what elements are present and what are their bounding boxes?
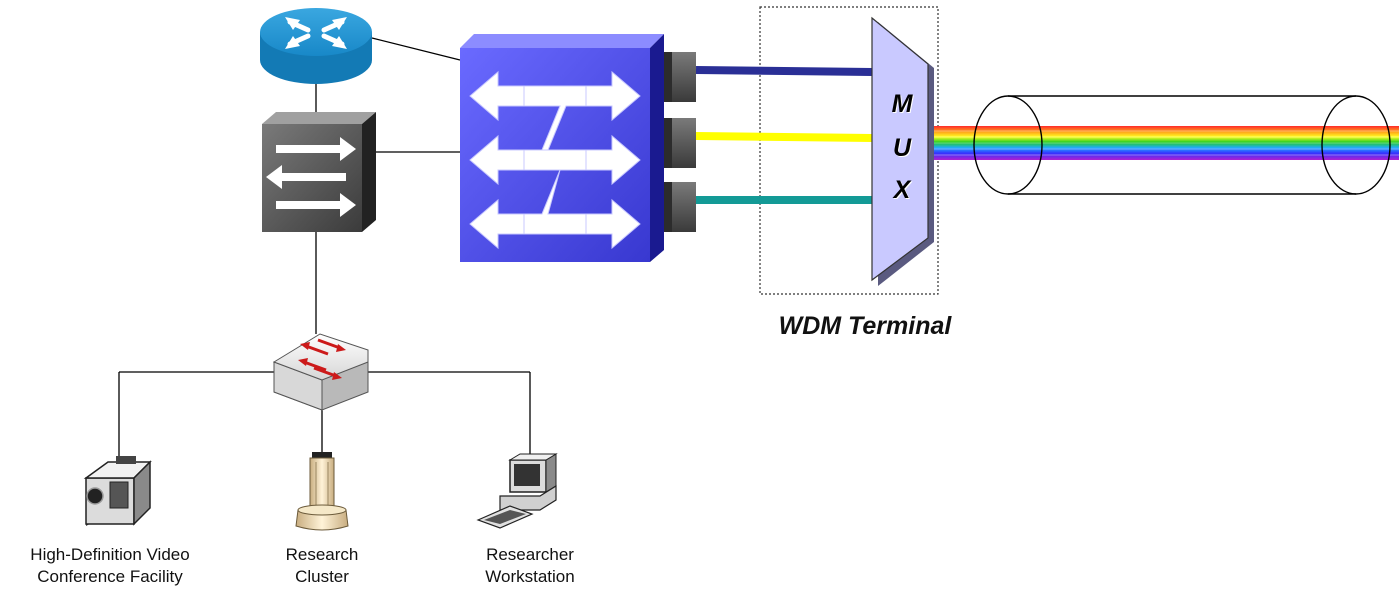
optical-crossconnect-icon bbox=[460, 34, 664, 262]
researcher-workstation-label-line2: Workstation bbox=[485, 567, 575, 586]
workgroup-switch-icon bbox=[272, 333, 369, 411]
transponder-ports bbox=[664, 52, 696, 232]
camcorder-icon bbox=[83, 456, 152, 526]
fiber-bundle bbox=[930, 126, 1399, 160]
connections bbox=[118, 37, 531, 460]
lambda-1-line bbox=[695, 66, 873, 76]
research-cluster-label-line2: Cluster bbox=[295, 567, 349, 586]
mux-icon bbox=[871, 16, 934, 286]
layer3-switch-icon bbox=[262, 112, 376, 232]
research-cluster-label-line1: Research bbox=[285, 545, 359, 564]
mux-letter-x: X bbox=[893, 176, 911, 204]
researcher-workstation-label: Researcher Workstation bbox=[450, 544, 610, 588]
wavelength-lines bbox=[695, 66, 873, 204]
video-conference-label-line2: Conference Facility bbox=[37, 567, 183, 586]
research-cluster-label: Research Cluster bbox=[262, 544, 382, 588]
researcher-workstation-label-line1: Researcher bbox=[486, 545, 574, 564]
workstation-icon bbox=[476, 453, 558, 529]
wdm-terminal-label: WDM Terminal bbox=[778, 312, 952, 340]
lambda-2-line bbox=[695, 132, 873, 142]
fiber-cable-icon bbox=[973, 95, 1391, 195]
router-icon bbox=[260, 8, 372, 84]
mux-letter-u: U bbox=[892, 134, 912, 162]
video-conference-label-line1: High-Definition Video bbox=[30, 545, 190, 564]
cluster-icon bbox=[295, 452, 349, 531]
video-conference-label: High-Definition Video Conference Facilit… bbox=[0, 544, 220, 588]
mux-letter-m: M bbox=[891, 90, 913, 118]
